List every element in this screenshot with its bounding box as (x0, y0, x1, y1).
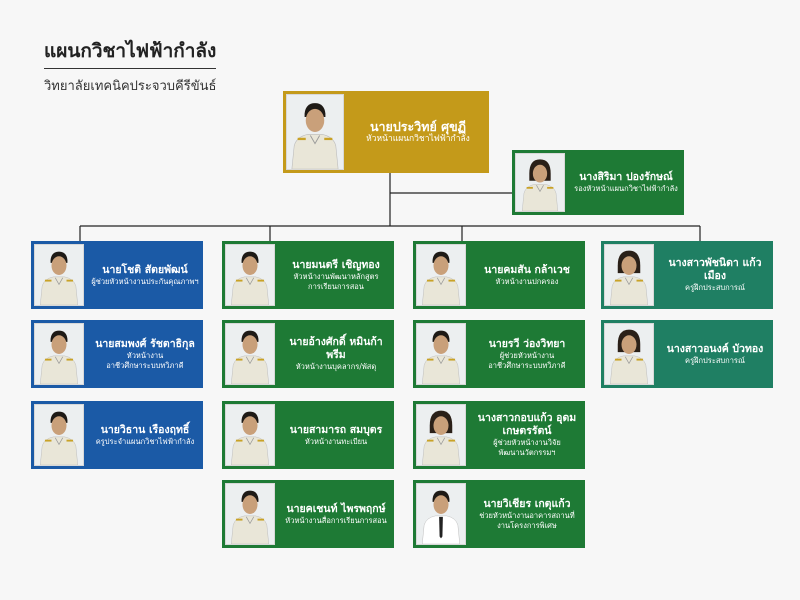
portrait-photo (604, 323, 654, 385)
female-uniform-photo-icon (610, 329, 648, 384)
org-card: นายสามารถ สมบุตรหัวหน้างานทะเบียน (222, 401, 394, 469)
person-role: หัวหน้างานสื่อการเรียนการสอน (285, 515, 387, 525)
male-uniform-photo-icon (40, 251, 78, 305)
portrait-photo (604, 244, 654, 306)
male-uniform-photo-icon (231, 490, 269, 544)
person-name: นางสิริมา ปองรักษณ์ (579, 171, 673, 184)
person-role: หัวหน้างานบุคลากร/พัสดุ (295, 362, 377, 372)
page-title: แผนกวิชาไฟฟ้ากำลัง (44, 36, 217, 69)
person-role: ผู้ช่วยหัวหน้างานวิจัย (493, 438, 561, 448)
person-role: หัวหน้างาน (126, 350, 164, 360)
person-role: อาชีวศึกษาระบบทวิภาคี (106, 360, 184, 370)
person-role: หัวหน้างานทะเบียน (304, 436, 368, 446)
person-role: งานโครงการพิเศษ (497, 520, 557, 530)
person-role: การเรียนการสอน (308, 281, 364, 291)
person-role: ช่วยหัวหน้างานอาคารสถานที่ (479, 510, 575, 520)
person-role: พัฒนานวัตกรรมฯ (498, 448, 556, 458)
person-name: นายโชติ สัตยพัฒน์ (102, 263, 188, 276)
person-role: หัวหน้าแผนกวิชาไฟฟ้ากำลัง (366, 134, 470, 145)
male-uniform-photo-icon (422, 251, 460, 305)
female-uniform-photo-icon (521, 159, 559, 211)
org-card: นายคเชนท์ ไพรพฤกษ์หัวหน้างานสื่อการเรียน… (222, 480, 394, 548)
person-role: ครูฝึกประสบการณ์ (685, 355, 745, 365)
person-role: รองหัวหน้าแผนกวิชาไฟฟ้ากำลัง (574, 184, 678, 194)
male-uniform-photo-icon (231, 251, 269, 305)
male-uniform-photo-icon (40, 330, 78, 384)
male-uniform-photo-icon (291, 103, 339, 169)
portrait-photo (416, 483, 466, 545)
org-card: นายโชติ สัตยพัฒน์ผู้ช่วยหัวหน้างานประกัน… (31, 241, 203, 309)
portrait-photo (286, 94, 344, 170)
person-role: หัวหน้างานพัฒนาหลักสูตร (293, 271, 379, 281)
person-role: หัวหน้างานปกครอง (495, 276, 559, 286)
person-name: นายวิเชียร เกตุแก้ว (483, 497, 571, 510)
person-name: นางสาวกอบแก้ว อุดมเกษตรรัตน์ (477, 412, 577, 438)
page-subtitle: วิทยาลัยเทคนิคประจวบคีรีขันธ์ (44, 79, 217, 94)
male-uniform-photo-icon (422, 330, 460, 384)
person-name: นายคเชนท์ ไพรพฤกษ์ (286, 502, 386, 515)
org-card: นายสมพงศ์ รัชตาธิกุลหัวหน้างานอาชีวศึกษา… (31, 320, 203, 388)
portrait-photo (416, 244, 466, 306)
person-name: นายรวี ว่องวิทยา (488, 337, 566, 350)
person-name: นายประวิทย์ ศุขฏี (369, 118, 467, 134)
portrait-photo (34, 323, 84, 385)
person-name: นางสาวพัชนิดา แก้วเมือง (668, 257, 762, 283)
person-role: ครูประจำแผนกวิชาไฟฟ้ากำลัง (95, 436, 195, 446)
male-uniform-photo-icon (231, 411, 269, 465)
portrait-photo (225, 483, 275, 545)
portrait-photo (34, 404, 84, 466)
org-card: นายมนตรี เชิญทองหัวหน้างานพัฒนาหลักสูตรก… (222, 241, 394, 309)
person-name: นายสมพงศ์ รัชตาธิกุล (95, 337, 195, 350)
portrait-photo (515, 153, 565, 212)
portrait-photo (34, 244, 84, 306)
person-role: ผู้ช่วยหัวหน้างานประกันคุณภาพฯ (91, 276, 199, 286)
portrait-photo (416, 404, 466, 466)
person-name: นายอ้างศักดิ์ หมินก้าพรีม (289, 336, 383, 362)
portrait-photo (225, 244, 275, 306)
portrait-photo (416, 323, 466, 385)
male-uniform-photo-icon (40, 411, 78, 465)
org-card-deputy: นางสิริมา ปองรักษณ์ รองหัวหน้าแผนกวิชาไฟ… (512, 150, 684, 215)
org-card: นายวิเชียร เกตุแก้วช่วยหัวหน้างานอาคารสถ… (413, 480, 585, 548)
person-name: นายวิธาน เรืองฤทธิ์ (100, 423, 190, 436)
org-card: นายวิธาน เรืองฤทธิ์ครูประจำแผนกวิชาไฟฟ้า… (31, 401, 203, 469)
org-card: นายอ้างศักดิ์ หมินก้าพรีมหัวหน้างานบุคลา… (222, 320, 394, 388)
person-name: นายคมสัน กล้าเวช (484, 263, 570, 276)
person-name: นายสามารถ สมบุตร (289, 423, 383, 436)
person-role: อาชีวศึกษาระบบทวิภาคี (488, 360, 566, 370)
org-card: นายรวี ว่องวิทยาผู้ช่วยหัวหน้างานอาชีวศึ… (413, 320, 585, 388)
male-uniform-photo-icon (231, 330, 269, 384)
org-card: นางสาวอนงค์ บัวทองครูฝึกประสบการณ์ (601, 320, 773, 388)
person-role: ครูฝึกประสบการณ์ (685, 283, 745, 293)
male-shirt-tie-photo-icon (422, 490, 460, 544)
portrait-photo (225, 323, 275, 385)
header: แผนกวิชาไฟฟ้ากำลัง วิทยาลัยเทคนิคประจวบค… (44, 36, 216, 96)
org-card: นางสาวพัชนิดา แก้วเมืองครูฝึกประสบการณ์ (601, 241, 773, 309)
person-name: นางสาวอนงค์ บัวทอง (666, 342, 764, 355)
female-uniform-photo-icon (610, 250, 648, 305)
portrait-photo (225, 404, 275, 466)
org-card: นางสาวกอบแก้ว อุดมเกษตรรัตน์ผู้ช่วยหัวหน… (413, 401, 585, 469)
person-role: ผู้ช่วยหัวหน้างาน (499, 350, 555, 360)
org-card: นายคมสัน กล้าเวชหัวหน้างานปกครอง (413, 241, 585, 309)
org-card-head: นายประวิทย์ ศุขฏี หัวหน้าแผนกวิชาไฟฟ้ากำ… (283, 91, 489, 173)
person-name: นายมนตรี เชิญทอง (292, 258, 380, 271)
female-uniform-photo-icon (422, 410, 460, 465)
